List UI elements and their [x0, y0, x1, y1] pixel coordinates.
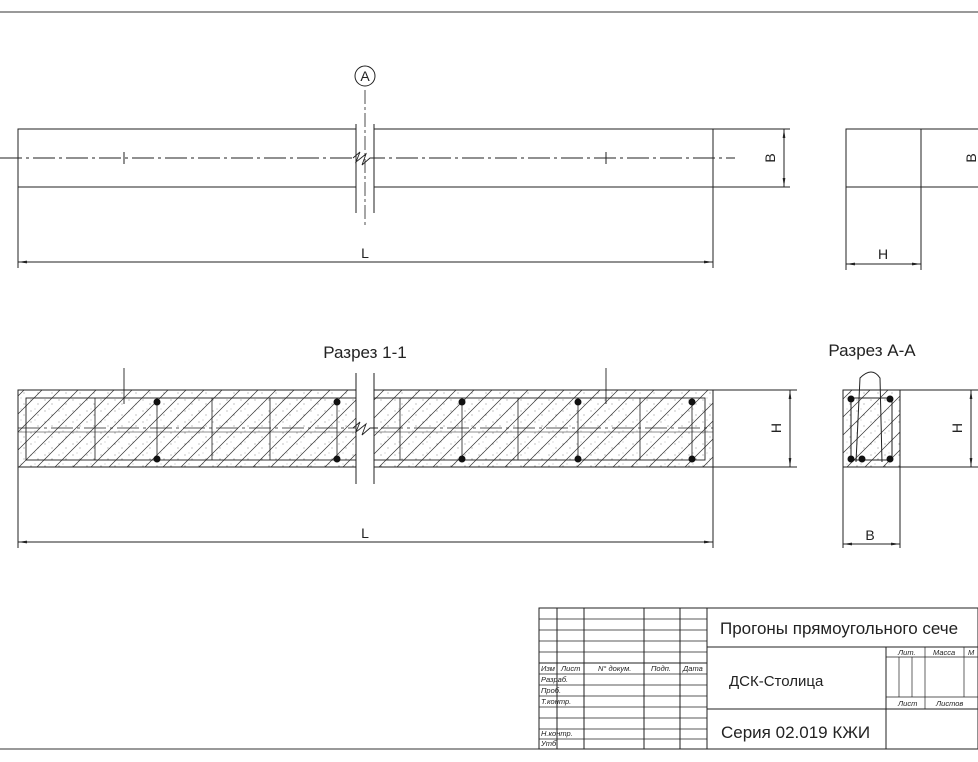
- section-1-title: Разрез 1-1: [323, 343, 406, 362]
- width-label-section-a: B: [865, 527, 874, 543]
- length-label-bottom: L: [361, 525, 369, 541]
- width-label-end: B: [963, 153, 978, 162]
- organization-name: ДСК-Столица: [729, 673, 824, 690]
- drawing-title: Прогоны прямоугольного сече: [720, 619, 958, 638]
- row-label-tkontr: Т.контр.: [541, 697, 571, 706]
- height-label-section: H: [768, 423, 784, 433]
- axis-marker-label: А: [360, 68, 370, 84]
- col-header-doc: N° докум.: [598, 664, 631, 673]
- col-header-list: Лист: [560, 664, 580, 673]
- length-label-top: L: [361, 245, 369, 261]
- section-1-view: [17, 368, 797, 548]
- drawing-frame: [0, 11, 978, 750]
- sheet-header-listov: Листов: [935, 699, 963, 708]
- stage-header-mass: Масса: [933, 648, 955, 657]
- series-code: Серия 02.019 КЖИ: [721, 723, 870, 742]
- plan-view: [0, 90, 790, 268]
- title-block-text: Прогоны прямоугольного сече ДСК-Столица …: [540, 619, 975, 748]
- title-block: [538, 607, 978, 750]
- col-header-date: Дата: [682, 664, 703, 673]
- height-label-end: H: [878, 246, 888, 262]
- col-header-izm: Изм: [541, 664, 555, 673]
- section-a-view: [842, 371, 978, 548]
- sheet-header-list: Лист: [897, 699, 917, 708]
- end-view: [845, 128, 978, 270]
- stage-header-lit: Лит.: [897, 648, 916, 657]
- height-label-section-a: H: [949, 423, 965, 433]
- row-label-prob: Проб.: [541, 686, 561, 695]
- plan-width-dimension: B: [762, 129, 786, 187]
- width-label-plan: B: [762, 153, 778, 162]
- plan-length-dimension: L: [18, 245, 713, 264]
- stage-header-m: М: [968, 648, 975, 657]
- col-header-sign: Подп.: [651, 664, 671, 673]
- row-label-utb: Утб.: [540, 739, 558, 748]
- section-a-title: Разрез А-А: [828, 341, 916, 360]
- row-label-razrab: Разраб.: [541, 675, 568, 684]
- axis-marker: А: [354, 65, 376, 87]
- row-label-nkontr: Н.контр.: [541, 729, 573, 738]
